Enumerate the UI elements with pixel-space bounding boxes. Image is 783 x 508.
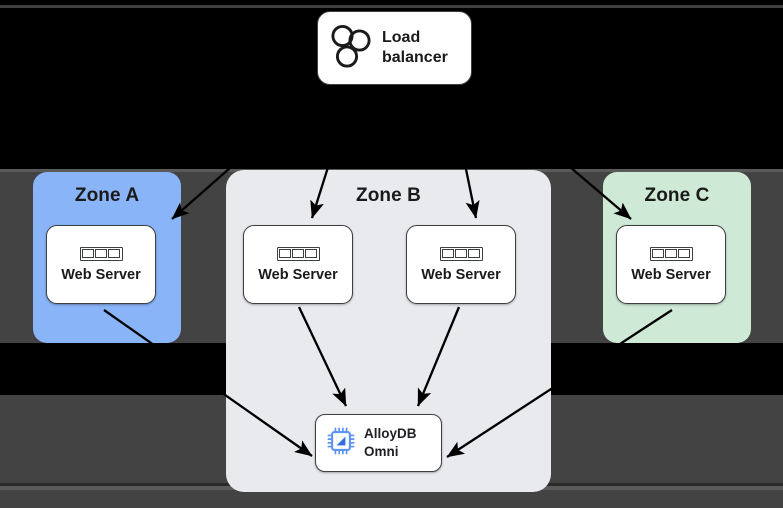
background-band (0, 0, 783, 5)
web-server-icon (649, 246, 693, 261)
zone-a-title: Zone A (74, 185, 140, 206)
web-server-node-zone-b-2[interactable]: Web Server (406, 225, 516, 304)
web-server-node-zone-a[interactable]: Web Server (46, 225, 156, 304)
web-server-node-zone-c[interactable]: Web Server (616, 225, 726, 304)
web-server-node-zone-b-1[interactable]: Web Server (243, 225, 353, 304)
background-band (0, 490, 783, 508)
web-server-label: Web Server (421, 266, 501, 283)
alloydb-omni-label: AlloyDB Omni (364, 426, 417, 459)
web-server-icon (79, 246, 123, 261)
alloydb-omni-node[interactable]: AlloyDB Omni (315, 414, 442, 472)
cpu-chip-icon (327, 427, 355, 460)
web-server-label: Web Server (258, 266, 338, 283)
zone-c-title: Zone C (644, 185, 710, 206)
web-server-label: Web Server (61, 266, 141, 283)
web-server-icon (276, 246, 320, 261)
background-band (0, 5, 783, 8)
web-server-label: Web Server (631, 266, 711, 283)
load-balancer-circles-icon (331, 24, 371, 73)
zone-b-title: Zone B (356, 185, 421, 206)
web-server-icon (439, 246, 483, 261)
load-balancer-node[interactable]: Load balancer (317, 11, 472, 85)
load-balancer-label: Load balancer (382, 28, 448, 66)
